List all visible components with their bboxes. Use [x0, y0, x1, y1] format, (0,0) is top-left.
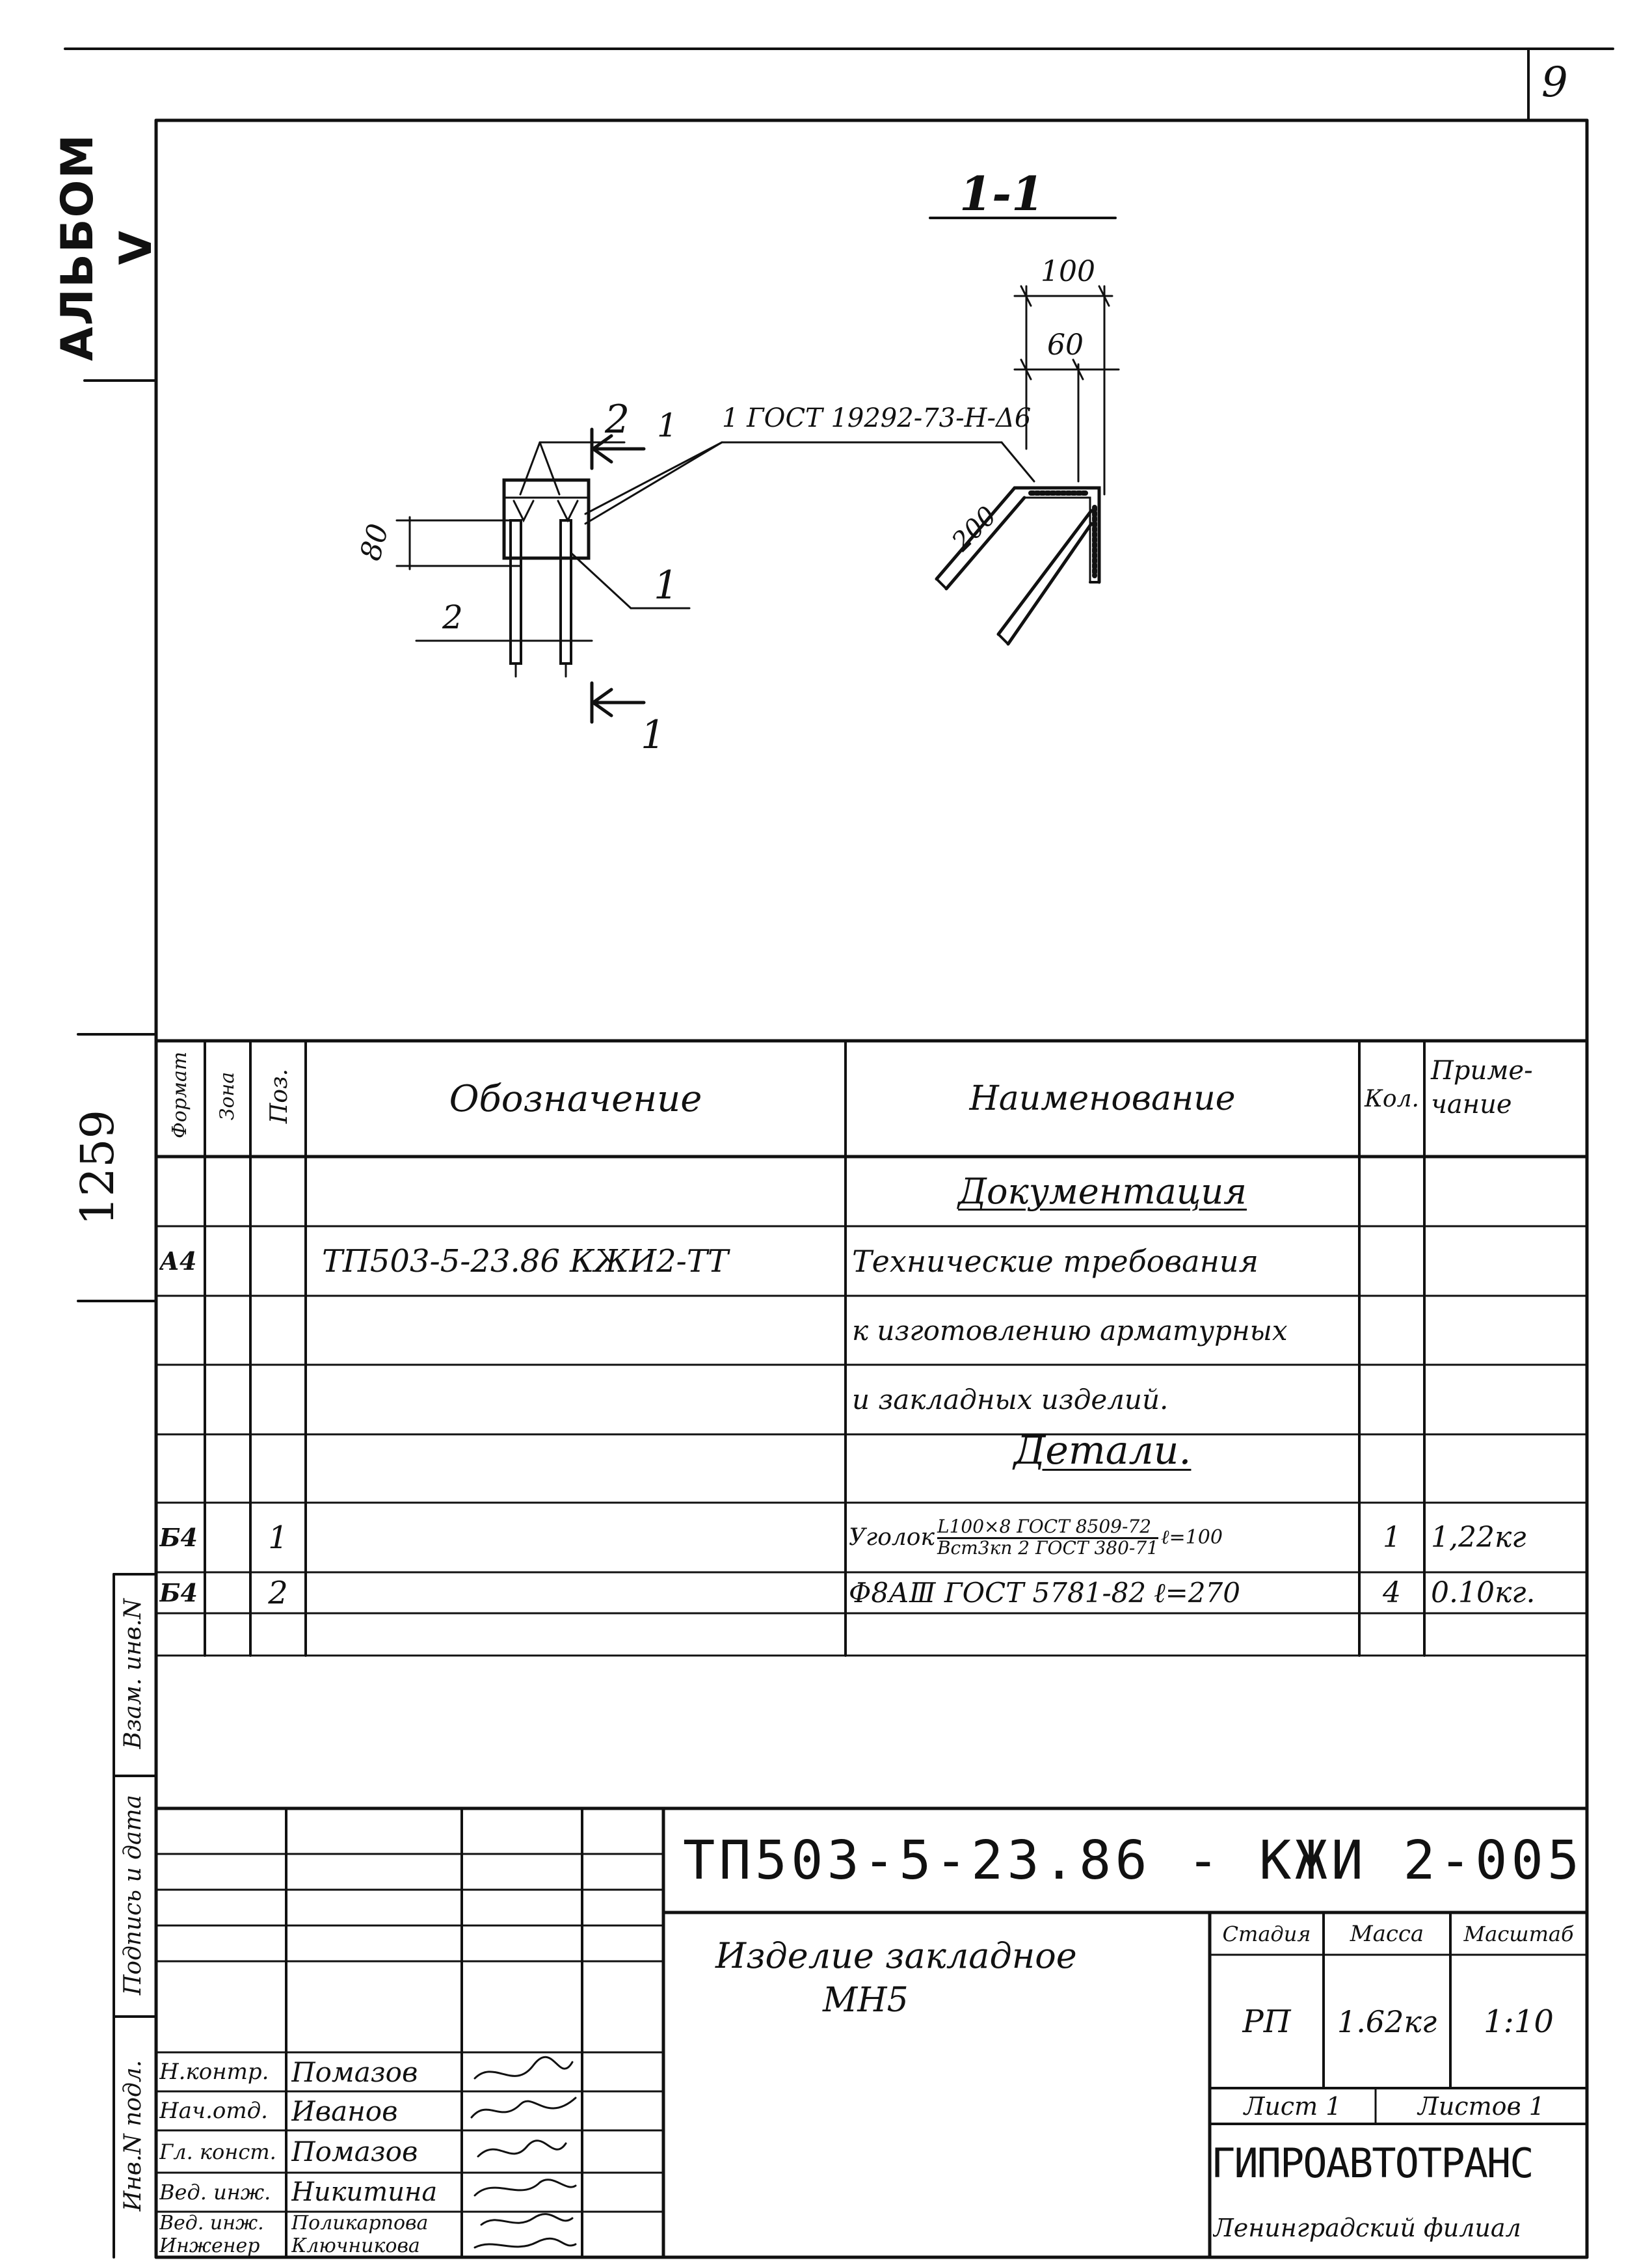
stage-label: Стадия: [1222, 1921, 1311, 1946]
organization-name: ГИПРОАВТОТРАНС: [1211, 2139, 1534, 2187]
signatory-role: Вед. инж.: [159, 2180, 271, 2205]
item-name-line-1: Изделие закладное: [715, 1935, 1077, 1976]
cut-label-bottom: 1: [641, 712, 666, 758]
signatory-name: Иванов: [291, 2095, 398, 2127]
signatory-name: Помазов: [291, 2136, 418, 2167]
mass-label: Масса: [1350, 1920, 1424, 1947]
scale-value: 1:10: [1484, 2003, 1554, 2040]
row-name-suffix: ℓ=270: [1154, 1576, 1240, 1609]
doc-name-line-3: и закладных изделий.: [852, 1384, 1169, 1415]
row-name-suffix: ℓ=100: [1161, 1526, 1223, 1549]
scale-label: Масштаб: [1463, 1921, 1574, 1946]
doc-name-line-1: Технические требования: [852, 1243, 1259, 1279]
document-code: ТП503-5-23.86 - КЖИ 2-005: [683, 1829, 1580, 1892]
row-qty: 1: [1383, 1521, 1401, 1554]
row-name: Уголок L100×8 ГОСТ 8509-72 Вст3кп 2 ГОСТ…: [849, 1503, 1359, 1572]
position-label-2-bottom: 2: [442, 598, 463, 636]
signatory-name: Помазов: [291, 2056, 418, 2088]
row-format: Б4: [159, 1523, 198, 1552]
page-number: 9: [1541, 59, 1568, 107]
row-name-prefix: Φ8АⅢ ГОСТ 5781-82: [849, 1577, 1147, 1609]
row-name-prefix: Уголок: [849, 1524, 935, 1551]
weld-note: 1 ГОСТ 19292-73-Н-Δ6: [722, 403, 1032, 433]
header-format: Формат: [168, 1051, 191, 1138]
stamp-original-inv: Инв.N подл.: [120, 2059, 146, 2212]
row-name: Φ8АⅢ ГОСТ 5781-82 ℓ=270: [849, 1572, 1359, 1613]
signatory-role: Инженер: [159, 2234, 260, 2257]
header-designation: Обозначение: [449, 1077, 702, 1120]
row-note: 1,22кг: [1431, 1521, 1526, 1554]
signatory-name: Ключникова: [291, 2234, 420, 2257]
signatory-role: Нач.отд.: [159, 2098, 268, 2124]
header-zone: Зона: [216, 1071, 239, 1121]
doc-designation: ТП503-5-23.86 КЖИ2-ТТ: [322, 1242, 728, 1280]
sheet-number: Лист 1: [1244, 2091, 1342, 2121]
row-pos: 2: [268, 1574, 288, 1611]
left-code: 1259: [71, 1109, 124, 1226]
doc-format: А4: [159, 1246, 197, 1276]
row-qty: 4: [1383, 1576, 1401, 1609]
row-pos: 1: [268, 1519, 288, 1556]
section-title: 1-1: [959, 166, 1045, 221]
signatory-role: Н.контр.: [159, 2059, 269, 2085]
stamp-signature-date: Подпись и дата: [120, 1795, 146, 1995]
mass-value: 1.62кг: [1337, 2004, 1437, 2039]
signatory-name: Никитина: [291, 2177, 438, 2207]
signatory-role: Гл. конст.: [159, 2139, 276, 2164]
section-parts: Детали.: [1013, 1428, 1192, 1473]
row-format: Б4: [159, 1578, 198, 1607]
signatory-role: Вед. инж.: [159, 2212, 264, 2234]
dim-60: 60: [1047, 329, 1084, 362]
row-frac-bottom: Вст3кп 2 ГОСТ 380-71: [937, 1537, 1159, 1559]
header-name: Наименование: [969, 1079, 1236, 1118]
header-note: Приме- чание: [1431, 1056, 1533, 1120]
organization-branch: Ленинградский филиал: [1213, 2214, 1521, 2242]
album-label: АЛЬБОМ V: [52, 133, 162, 362]
sheet-count: Листов 1: [1418, 2091, 1545, 2121]
stamp-replacement-inv: Взам. инв.N: [120, 1598, 146, 1749]
item-name-line-2: МН5: [823, 1981, 909, 2020]
section-documentation: Документация: [958, 1171, 1247, 1212]
dim-100: 100: [1041, 255, 1095, 288]
header-qty: Кол.: [1365, 1085, 1419, 1112]
position-label-1: 1: [654, 563, 679, 608]
row-frac-top: L100×8 ГОСТ 8509-72: [937, 1518, 1159, 1539]
header-pos: Поз.: [266, 1068, 293, 1124]
cut-label-top: 1: [657, 407, 678, 444]
doc-name-line-2: к изготовлению арматурных: [852, 1314, 1288, 1347]
stage-value: РП: [1242, 2003, 1291, 2040]
signatory-name: Поликарпова: [291, 2212, 429, 2234]
position-label-2-top: 2: [605, 397, 630, 442]
row-note: 0.10кг.: [1431, 1576, 1536, 1609]
signatures: [470, 2056, 577, 2249]
